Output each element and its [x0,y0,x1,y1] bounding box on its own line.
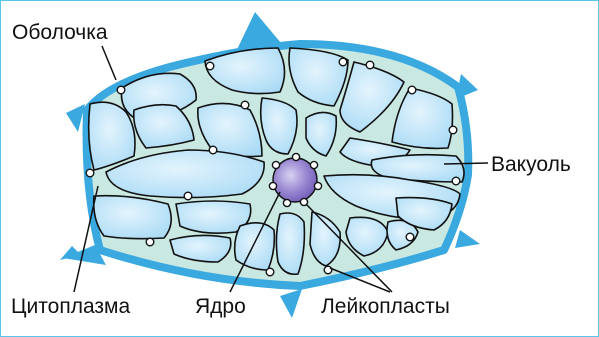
vacuole [94,196,171,239]
leucoplast [406,233,414,241]
leucoplast [292,153,299,160]
leucoplast [339,58,347,66]
vacuole-label: Вакуоль [491,154,571,175]
leucoplast [283,199,290,206]
leucoplast [269,182,276,189]
membrane-label: Оболочка [12,22,108,43]
leucoplast [206,62,214,70]
leucoplast [449,126,457,134]
vacuole [235,223,275,270]
nucleus-label: Ядро [195,296,246,317]
membrane-leader [102,46,116,80]
vacuole [276,213,304,274]
leucoplast [452,177,460,185]
vacuole-leader [444,163,488,164]
leucoplast [408,86,416,94]
leucoplast [209,146,217,154]
leucoplasts-label: Лейкопласты [321,296,450,317]
leucoplast [86,169,94,177]
leucoplast [314,182,321,189]
leucoplast [184,192,192,200]
cytoplasm-label: Цитоплазма [11,296,130,317]
leucoplast [324,266,332,274]
leucoplast [272,161,279,168]
leucoplast [146,238,154,246]
leucoplast [266,268,274,276]
leucoplast [117,86,125,94]
leucoplast [310,161,317,168]
leucoplast [241,101,249,109]
leucoplast [366,61,374,69]
